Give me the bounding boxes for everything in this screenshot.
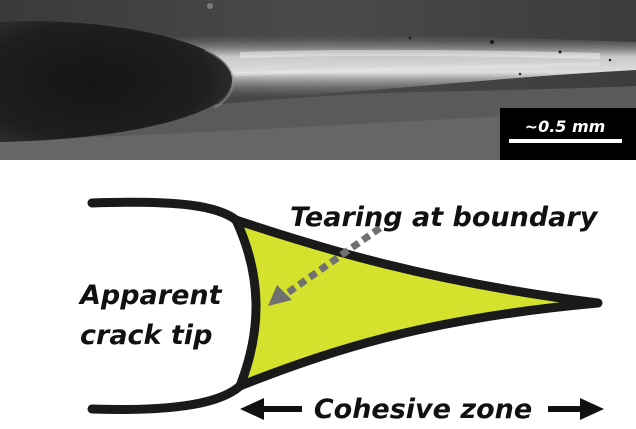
- scale-bar-label: ~0.5 mm: [525, 117, 606, 136]
- scale-bar-line: [509, 139, 622, 143]
- label-cohesive-zone: Cohesive zone: [314, 394, 532, 425]
- scale-bar: ~0.5 mm: [500, 108, 636, 160]
- micrograph-photo: ~0.5 mm: [0, 0, 636, 160]
- label-apparent: Apparent: [78, 280, 223, 311]
- upper-crack-face: [87, 197, 241, 225]
- cohesive-zone-schematic: Tearing at boundary Apparent crack tip C…: [78, 197, 604, 425]
- label-tearing-at-boundary: Tearing at boundary: [290, 202, 599, 233]
- cohesive-zone-right-arrow: [548, 398, 604, 420]
- tearing-arrow-head: [268, 285, 292, 306]
- lower-crack-face: [87, 381, 245, 414]
- cohesive-zone-region: [231, 215, 603, 391]
- tearing-arrow: [283, 225, 383, 297]
- label-crack-tip: crack tip: [80, 320, 212, 351]
- cohesive-zone-left-arrow: [240, 398, 302, 420]
